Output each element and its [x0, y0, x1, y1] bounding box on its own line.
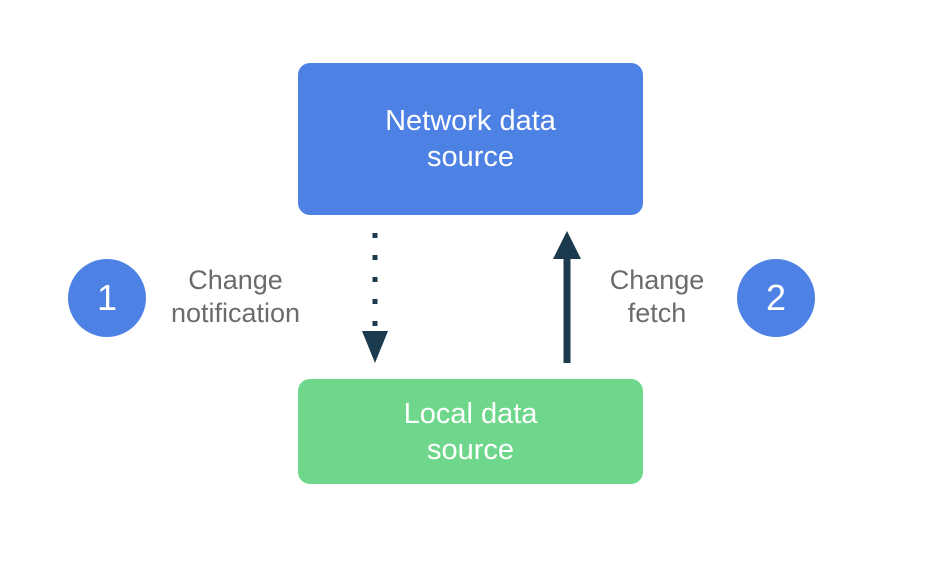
local-data-source-label: Local data source	[403, 397, 538, 466]
change-fetch-label: Change fetch	[609, 265, 705, 328]
network-data-source-label: Network data source	[385, 105, 556, 173]
step-2-number: 2	[765, 277, 787, 318]
change-notification-arrow-icon	[362, 233, 388, 363]
step-1-badge: 1	[68, 259, 146, 337]
step-2-badge: 2	[737, 259, 815, 337]
change-notification-label: Change notification	[170, 265, 301, 328]
local-data-source-box: Local data source	[298, 379, 643, 484]
change-fetch-arrow-icon	[553, 231, 581, 363]
network-data-source-box: Network data source	[298, 63, 643, 215]
step-1-number: 1	[96, 277, 118, 318]
change-notification-arrowhead	[362, 331, 388, 363]
change-fetch-arrowhead	[553, 231, 581, 259]
